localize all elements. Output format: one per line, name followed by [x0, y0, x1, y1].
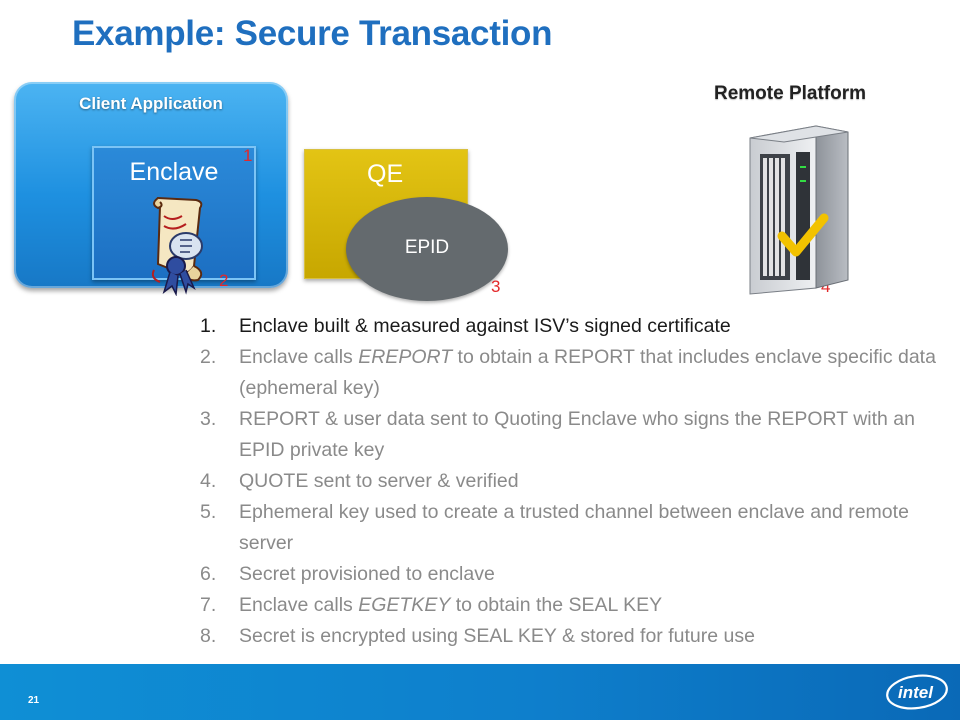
step-text: Ephemeral key used to create a trusted c… [239, 501, 909, 554]
step-text-part: Ephemeral key used to create a trusted c… [239, 501, 909, 554]
step-number: 7. [200, 594, 217, 616]
intel-logo-text: intel [898, 683, 933, 702]
step-command: EGETKEY [358, 594, 451, 616]
step-item: 7. Enclave calls EGETKEY to obtain the SE… [200, 590, 940, 621]
enclave-label: Enclave [129, 158, 219, 186]
client-application-label: Client Application [79, 94, 223, 113]
qe-label: QE [367, 160, 404, 188]
step-text-part: Secret is encrypted using SEAL KEY & sto… [239, 625, 755, 647]
step-number: 6. [200, 563, 217, 585]
step-command: EREPORT [358, 346, 453, 368]
step-text-part: QUOTE sent to server & verified [239, 470, 519, 492]
step-text: Secret is encrypted using SEAL KEY & sto… [239, 625, 755, 647]
step-item: 8. Secret is encrypted using SEAL KEY & s… [200, 621, 940, 652]
epid-label: EPID [404, 237, 450, 258]
step-text-part: Enclave built & measured against ISV’s s… [239, 315, 731, 337]
step-number: 3. [200, 408, 217, 430]
intel-logo-icon [886, 674, 948, 710]
server-icon [749, 125, 849, 295]
remote-platform-label: Remote Platform [714, 83, 867, 104]
step-text: REPORT & user data sent to Quoting Encla… [239, 408, 915, 461]
step-text: QUOTE sent to server & verified [239, 470, 519, 492]
epid-ellipse: EPID [346, 197, 508, 301]
page-number: 21 [28, 695, 40, 706]
steps-list: 1. Enclave built & measured against ISV’s… [200, 311, 940, 652]
certificate-scroll-icon [151, 196, 203, 296]
step-text-part: REPORT & user data sent to Quoting Encla… [239, 408, 915, 461]
step-text: Enclave calls EREPORT to obtain a REPORT… [239, 346, 936, 399]
step-item: 2. Enclave calls EREPORT to obtain a REPO… [200, 342, 940, 404]
step-item: 1. Enclave built & measured against ISV’s… [200, 311, 940, 342]
step-number: 1. [200, 315, 217, 337]
step-item: 4. QUOTE sent to server & verified [200, 466, 940, 497]
step-number: 4. [200, 470, 217, 492]
step-number: 5. [200, 501, 217, 523]
step-item: 5. Ephemeral key used to create a trusted… [200, 497, 940, 559]
step-text: Enclave calls EGETKEY to obtain the SEAL… [239, 594, 662, 616]
slide-title: Example: Secure Transaction [72, 14, 553, 53]
step-text-part: Enclave calls [239, 594, 359, 616]
step-marker-4: 4 [821, 277, 831, 296]
step-text-part: Secret provisioned to enclave [239, 563, 495, 585]
step-item: 6. Secret provisioned to enclave [200, 559, 940, 590]
step-item: 3. REPORT & user data sent to Quoting Enc… [200, 404, 940, 466]
step-text: Secret provisioned to enclave [239, 563, 495, 585]
step-text: Enclave built & measured against ISV’s s… [239, 315, 731, 337]
step-marker-2: 2 [219, 271, 229, 290]
step-marker-1: 1 [243, 146, 253, 165]
footer-bar [0, 664, 960, 720]
step-text-part: to obtain a REPORT that includes enclave… [239, 346, 936, 399]
checkmark-icon [777, 213, 829, 257]
step-marker-3: 3 [491, 277, 501, 296]
step-number: 2. [200, 346, 217, 368]
step-number: 8. [200, 625, 217, 647]
step-text-part: to obtain the SEAL KEY [450, 594, 663, 616]
step-text-part: Enclave calls [239, 346, 359, 368]
